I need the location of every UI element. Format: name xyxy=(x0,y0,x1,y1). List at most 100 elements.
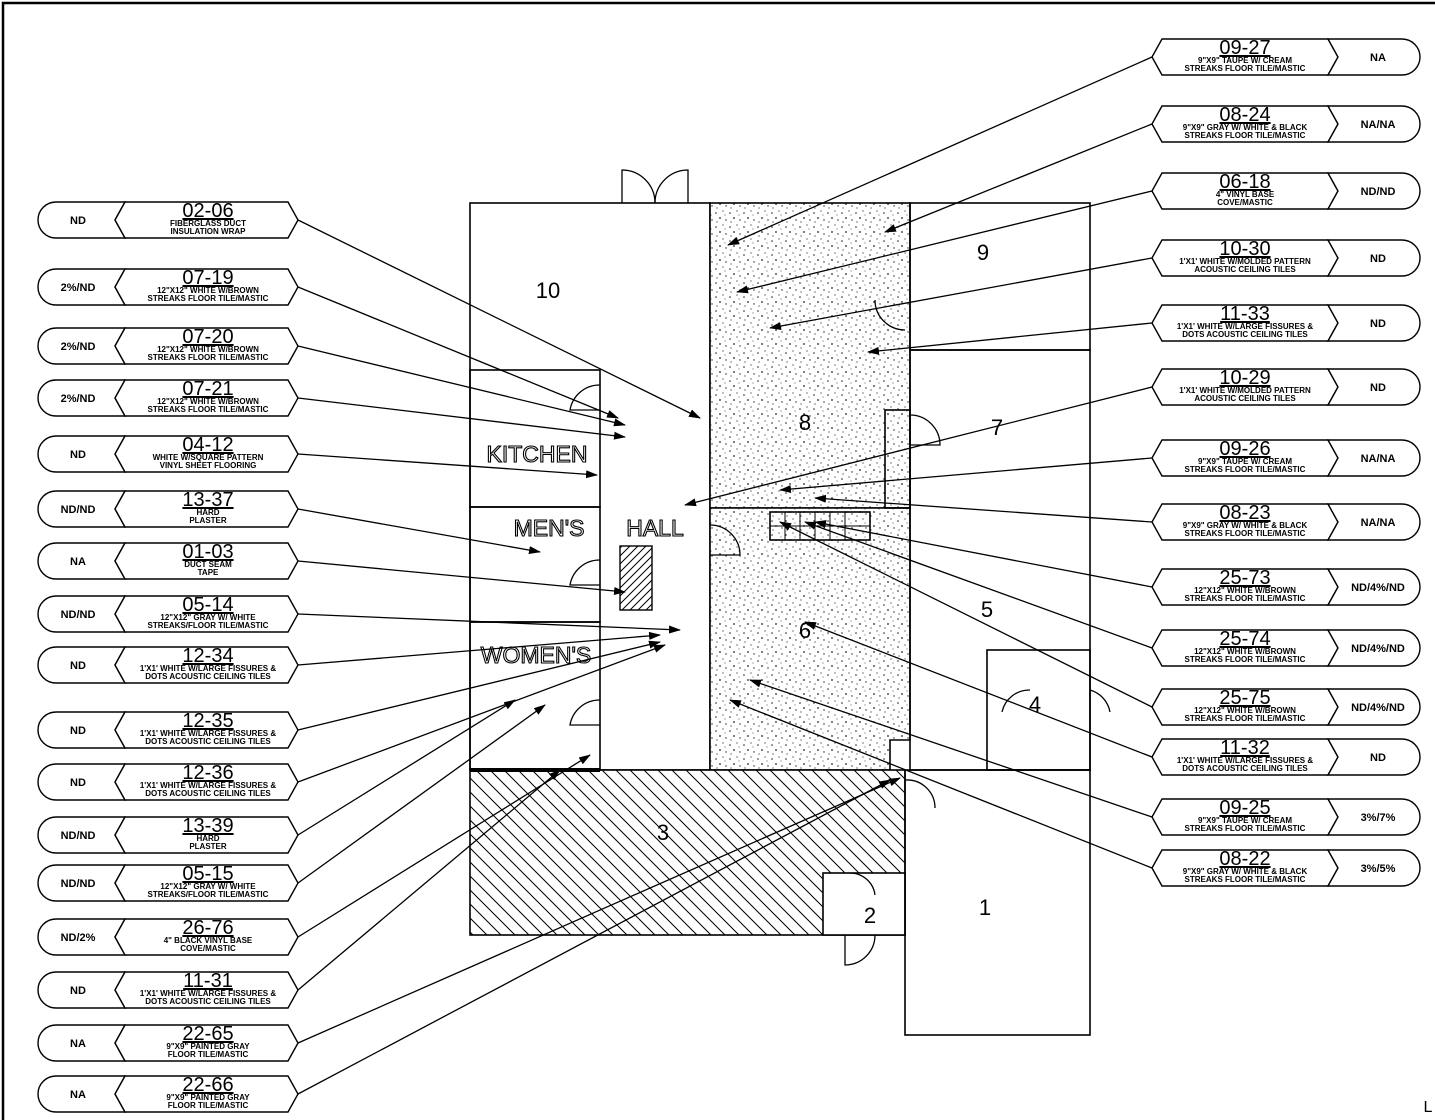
sample-desc-line1: 12"X12" WHITE W/BROWN xyxy=(157,345,259,354)
leader-line-25-75 xyxy=(779,521,1153,708)
result-bubble xyxy=(1326,629,1421,667)
leader-line-08-24 xyxy=(884,123,1153,233)
result-bubble xyxy=(37,435,127,473)
room-number-9: 9 xyxy=(977,240,989,265)
sample-tag xyxy=(114,711,299,749)
sample-desc-line1: 12"X12" GRAY W/ WHITE xyxy=(160,613,256,622)
sample-tag xyxy=(114,816,299,854)
result-bubble xyxy=(37,490,127,528)
room-label-kitchen: KITCHEN xyxy=(487,441,588,467)
sample-result: ND/2% xyxy=(61,932,96,944)
sample-tag xyxy=(114,379,299,417)
sample-desc-line1: 9"X9" TAUPE W/ CREAM xyxy=(1198,816,1292,825)
sample-desc-line1: 9"X9" GRAY W/ WHITE & BLACK xyxy=(1183,521,1308,530)
sample-result: ND/4%/ND xyxy=(1351,643,1405,655)
sample-tag xyxy=(114,201,299,239)
sample-desc-line1: 1'X1' WHITE W/LARGE FISSURES & xyxy=(140,664,276,673)
leader-line-13-37 xyxy=(297,508,541,555)
sample-result: ND xyxy=(70,985,86,997)
sample-result: ND/4%/ND xyxy=(1351,582,1405,594)
result-bubble xyxy=(37,864,127,902)
sample-result: ND xyxy=(70,215,86,227)
sample-id: 09-27 xyxy=(1219,37,1270,59)
building-plan xyxy=(469,169,1111,1036)
sample-desc-line2: STREAKS FLOOR TILE/MASTIC xyxy=(148,353,269,362)
sample-id: 22-66 xyxy=(182,1074,233,1096)
room-label-womens: WOMEN'S xyxy=(481,642,591,668)
sample-id: 08-24 xyxy=(1219,104,1270,126)
sample-desc-line1: 1'X1' WHITE W/MOLDED PATTERN xyxy=(1179,386,1311,395)
sample-id: 12-36 xyxy=(182,762,233,784)
sample-desc-line2: PLASTER xyxy=(189,842,227,851)
sample-result: ND/ND xyxy=(61,878,96,890)
leader-line-07-19 xyxy=(297,286,619,419)
leader-line-11-31 xyxy=(297,769,561,991)
sample-desc-line2: STREAKS/FLOOR TILE/MASTIC xyxy=(148,621,269,630)
leader-line-01-03 xyxy=(297,560,626,595)
leader-line-25-73 xyxy=(814,520,1153,588)
sample-tag xyxy=(114,1024,299,1062)
result-bubble xyxy=(1326,38,1421,76)
sample-desc-line1: 12"X12" GRAY W/ WHITE xyxy=(160,882,256,891)
sample-result: ND/ND xyxy=(61,609,96,621)
sample-tag xyxy=(114,542,299,580)
sample-desc-line1: 1'X1' WHITE W/LARGE FISSURES & xyxy=(140,729,276,738)
sample-desc-line1: 9"X9" TAUPE W/ CREAM xyxy=(1198,56,1292,65)
sample-result: ND/ND xyxy=(1361,186,1396,198)
room-number-1: 1 xyxy=(979,895,991,920)
sample-desc-line1: DUCT SEAM xyxy=(184,560,232,569)
result-bubble xyxy=(1326,568,1421,606)
result-bubble xyxy=(37,595,127,633)
sample-result: NA/NA xyxy=(1361,119,1396,131)
sample-desc-line2: DOTS ACOUSTIC CEILING TILES xyxy=(145,997,271,1006)
sample-tag xyxy=(114,971,299,1009)
sample-id: 07-20 xyxy=(182,326,233,348)
result-bubble xyxy=(1326,439,1421,477)
sample-result: NA xyxy=(70,1089,86,1101)
sample-desc-line2: STREAKS FLOOR TILE/MASTIC xyxy=(1185,529,1306,538)
room-number-7: 7 xyxy=(991,415,1003,440)
room-1-area xyxy=(904,769,1091,1036)
result-bubble xyxy=(37,268,127,306)
sample-id: 11-31 xyxy=(183,970,233,992)
result-bubble xyxy=(1326,368,1421,406)
sample-result: 2%/ND xyxy=(61,341,96,353)
leader-line-22-66 xyxy=(297,779,891,1095)
result-bubble xyxy=(1326,172,1421,210)
leader-line-09-27 xyxy=(727,56,1153,246)
sample-desc-line2: STREAKS FLOOR TILE/MASTIC xyxy=(1185,465,1306,474)
sample-desc-line2: STREAKS FLOOR TILE/MASTIC xyxy=(1185,64,1306,73)
sample-desc-line2: DOTS ACOUSTIC CEILING TILES xyxy=(145,789,271,798)
sample-result: 2%/ND xyxy=(61,393,96,405)
leader-line-13-39 xyxy=(297,699,516,836)
sample-id: 25-75 xyxy=(1219,687,1270,709)
dotted-area-upper xyxy=(709,202,911,509)
sample-desc-line2: VINYL SHEET FLOORING xyxy=(160,461,257,470)
sample-result: ND xyxy=(1370,382,1386,394)
sample-desc-line2: STREAKS FLOOR TILE/MASTIC xyxy=(1185,714,1306,723)
sample-desc-line2: COVE/MASTIC xyxy=(1217,198,1273,207)
sample-tag xyxy=(114,490,299,528)
sample-id: 08-22 xyxy=(1219,848,1270,870)
sample-id: 05-15 xyxy=(182,863,233,885)
leader-arrows xyxy=(297,56,1153,1095)
sample-desc-line2: DOTS ACOUSTIC CEILING TILES xyxy=(1182,764,1308,773)
sample-desc-line2: STREAKS FLOOR TILE/MASTIC xyxy=(148,294,269,303)
sample-tag xyxy=(114,864,299,902)
sample-callout-08-22: 08-229"X9" GRAY W/ WHITE & BLACKSTREAKS … xyxy=(1151,848,1421,887)
sample-desc-line1: 1'X1' WHITE W/MOLDED PATTERN xyxy=(1179,257,1311,266)
result-bubble xyxy=(1326,105,1421,143)
room-number-10: 10 xyxy=(536,278,560,303)
